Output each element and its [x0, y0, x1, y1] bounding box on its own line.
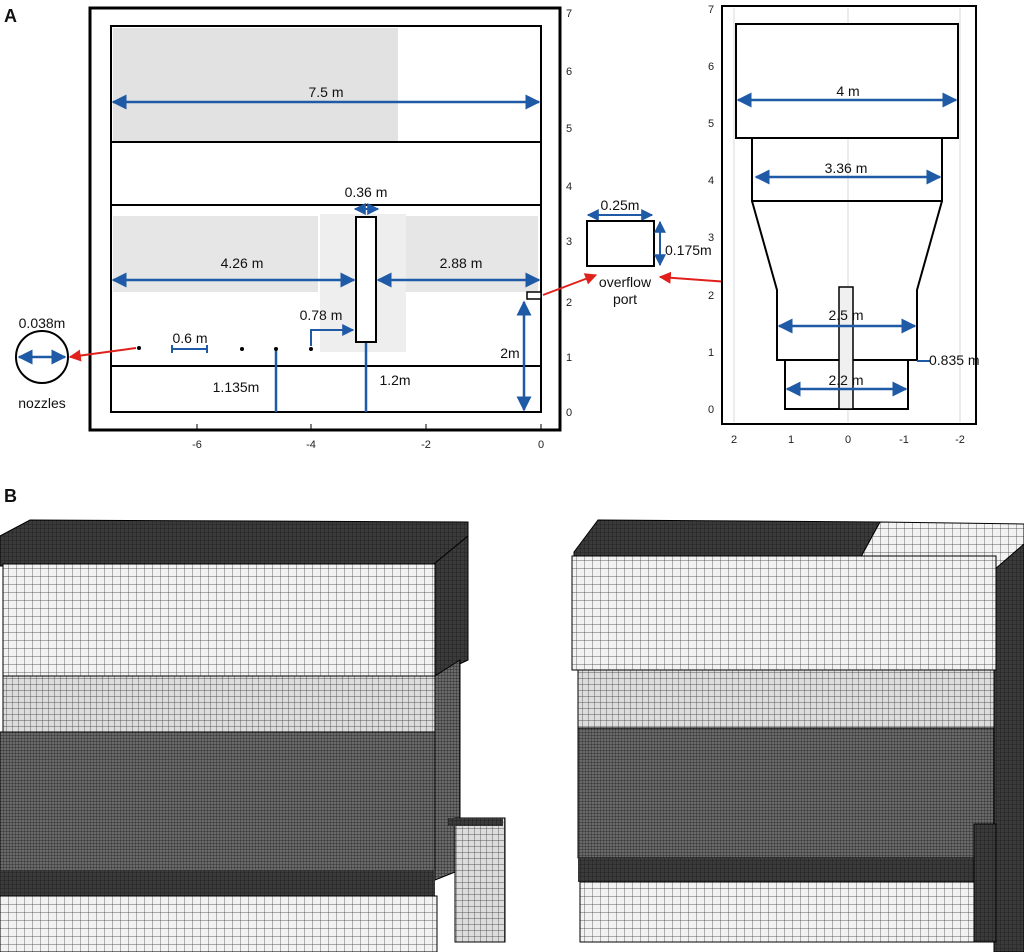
panel-label-a: A: [4, 6, 17, 26]
x-tick: -1: [899, 434, 909, 446]
y-tick: 5: [566, 123, 572, 135]
nozzle-dot: [309, 347, 313, 351]
baffle: [355, 216, 377, 343]
y-tick: 2: [566, 297, 572, 309]
x-tick: 2: [731, 434, 737, 446]
y-tick: 1: [566, 352, 572, 364]
label-step-height: 0.835 m: [929, 352, 980, 368]
nozzle-caption: nozzles: [18, 395, 65, 411]
front-y-axis: 0 1 2 3 4 5 6 7: [708, 4, 714, 416]
mesh-right-upper-block: [571, 555, 997, 671]
dim-line-gap: [310, 324, 355, 346]
label-top-width: 4 m: [836, 83, 859, 99]
label-overflow-port-height: 0.175m: [665, 242, 712, 258]
y-tick: 0: [566, 407, 572, 419]
label-left-section: 4.26 m: [221, 255, 264, 271]
mesh-right-bottom-block: [579, 881, 975, 943]
label-baffle-width: 0.36 m: [345, 184, 388, 200]
label-nozzle-height: 1.135m: [213, 379, 260, 395]
mesh-view-left: [0, 519, 506, 952]
front-top-section: [735, 23, 959, 139]
y-tick: 6: [566, 66, 572, 78]
mesh-left-upper-block: [2, 563, 436, 677]
overflow-caption-line1: overflow: [599, 274, 652, 290]
mesh-left-middle-band: [2, 675, 436, 733]
nozzle-dot: [240, 347, 244, 351]
mesh-left-top-face: [0, 519, 469, 567]
overflow-detail: 0.25m 0.175m overflow port: [542, 197, 839, 307]
side-view-plot: 7.5 m 0.36 m 4.26 m 2.88 m 0.6 m 0.78 m …: [88, 6, 572, 451]
x-tick: 1: [788, 434, 794, 446]
side-x-axis: -6 -4 -2 0: [192, 424, 544, 451]
front-upper-section: [751, 138, 943, 202]
label-baffle-gap: 0.78 m: [300, 307, 343, 323]
y-tick: 6: [708, 61, 714, 73]
mesh-right-overflow-box: [973, 823, 997, 943]
y-tick: 4: [566, 181, 572, 193]
y-tick: 3: [708, 232, 714, 244]
overflow-port-box: [586, 220, 655, 267]
overflow-port: [526, 291, 542, 300]
panel-label-b: B: [4, 486, 17, 506]
y-tick: 0: [708, 404, 714, 416]
x-tick: -4: [306, 439, 316, 451]
mesh-left-bottom-block: [0, 895, 438, 952]
label-right-section: 2.88 m: [440, 255, 483, 271]
x-tick: 0: [538, 439, 544, 451]
y-tick: 3: [566, 236, 572, 248]
label-bottom-width: 2.2 m: [828, 372, 863, 388]
front-view-plot: 4 m 3.36 m 2.5 m 2.2 m 0.835 m 2 1 0 -1 …: [708, 4, 980, 446]
label-upper-width: 3.36 m: [825, 160, 868, 176]
side-y-axis: 0 1 2 3 4 5 6 7: [566, 8, 572, 419]
label-overflow-height: 2m: [500, 345, 519, 361]
y-tick: 5: [708, 118, 714, 130]
x-tick: -2: [421, 439, 431, 451]
mesh-left-dense-region: [0, 731, 436, 881]
nozzle-callout-arrow: [68, 347, 137, 362]
front-x-axis: 2 1 0 -1 -2: [731, 434, 965, 446]
mesh-left-dark-band: [0, 870, 435, 896]
front-baffle: [838, 286, 854, 410]
label-lower-width: 2.5 m: [828, 307, 863, 323]
nozzle-dot: [137, 346, 141, 350]
y-tick: 7: [566, 8, 572, 20]
label-nozzle-diameter: 0.038m: [19, 315, 66, 331]
nozzle-detail: 0.038m nozzles: [15, 315, 137, 411]
side-shade-upper: [113, 28, 398, 141]
label-overflow-width: 0.25m: [601, 197, 640, 213]
overflow-callout-arrow-left: [542, 273, 598, 296]
mesh-right-dark-band: [578, 858, 994, 882]
x-tick: -6: [192, 439, 202, 451]
label-nozzle-spacing: 0.6 m: [172, 330, 207, 346]
label-baffle-bottom: 1.2m: [379, 372, 410, 388]
mesh-right-dense-region: [577, 727, 995, 859]
x-tick: -2: [955, 434, 965, 446]
mesh-view-right: [571, 519, 1024, 952]
nozzle-dot: [274, 347, 278, 351]
x-tick: 0: [845, 434, 851, 446]
y-tick: 4: [708, 175, 714, 187]
mesh-right-side-face: [993, 543, 1024, 952]
y-tick: 2: [708, 290, 714, 302]
label-width: 7.5 m: [308, 84, 343, 100]
y-tick: 1: [708, 347, 714, 359]
mesh-left-overflow-box: [454, 817, 506, 943]
y-tick: 7: [708, 4, 714, 16]
tank-outline: [110, 25, 542, 413]
mesh-right-middle-band: [577, 669, 995, 729]
overflow-caption-line2: port: [613, 291, 637, 307]
